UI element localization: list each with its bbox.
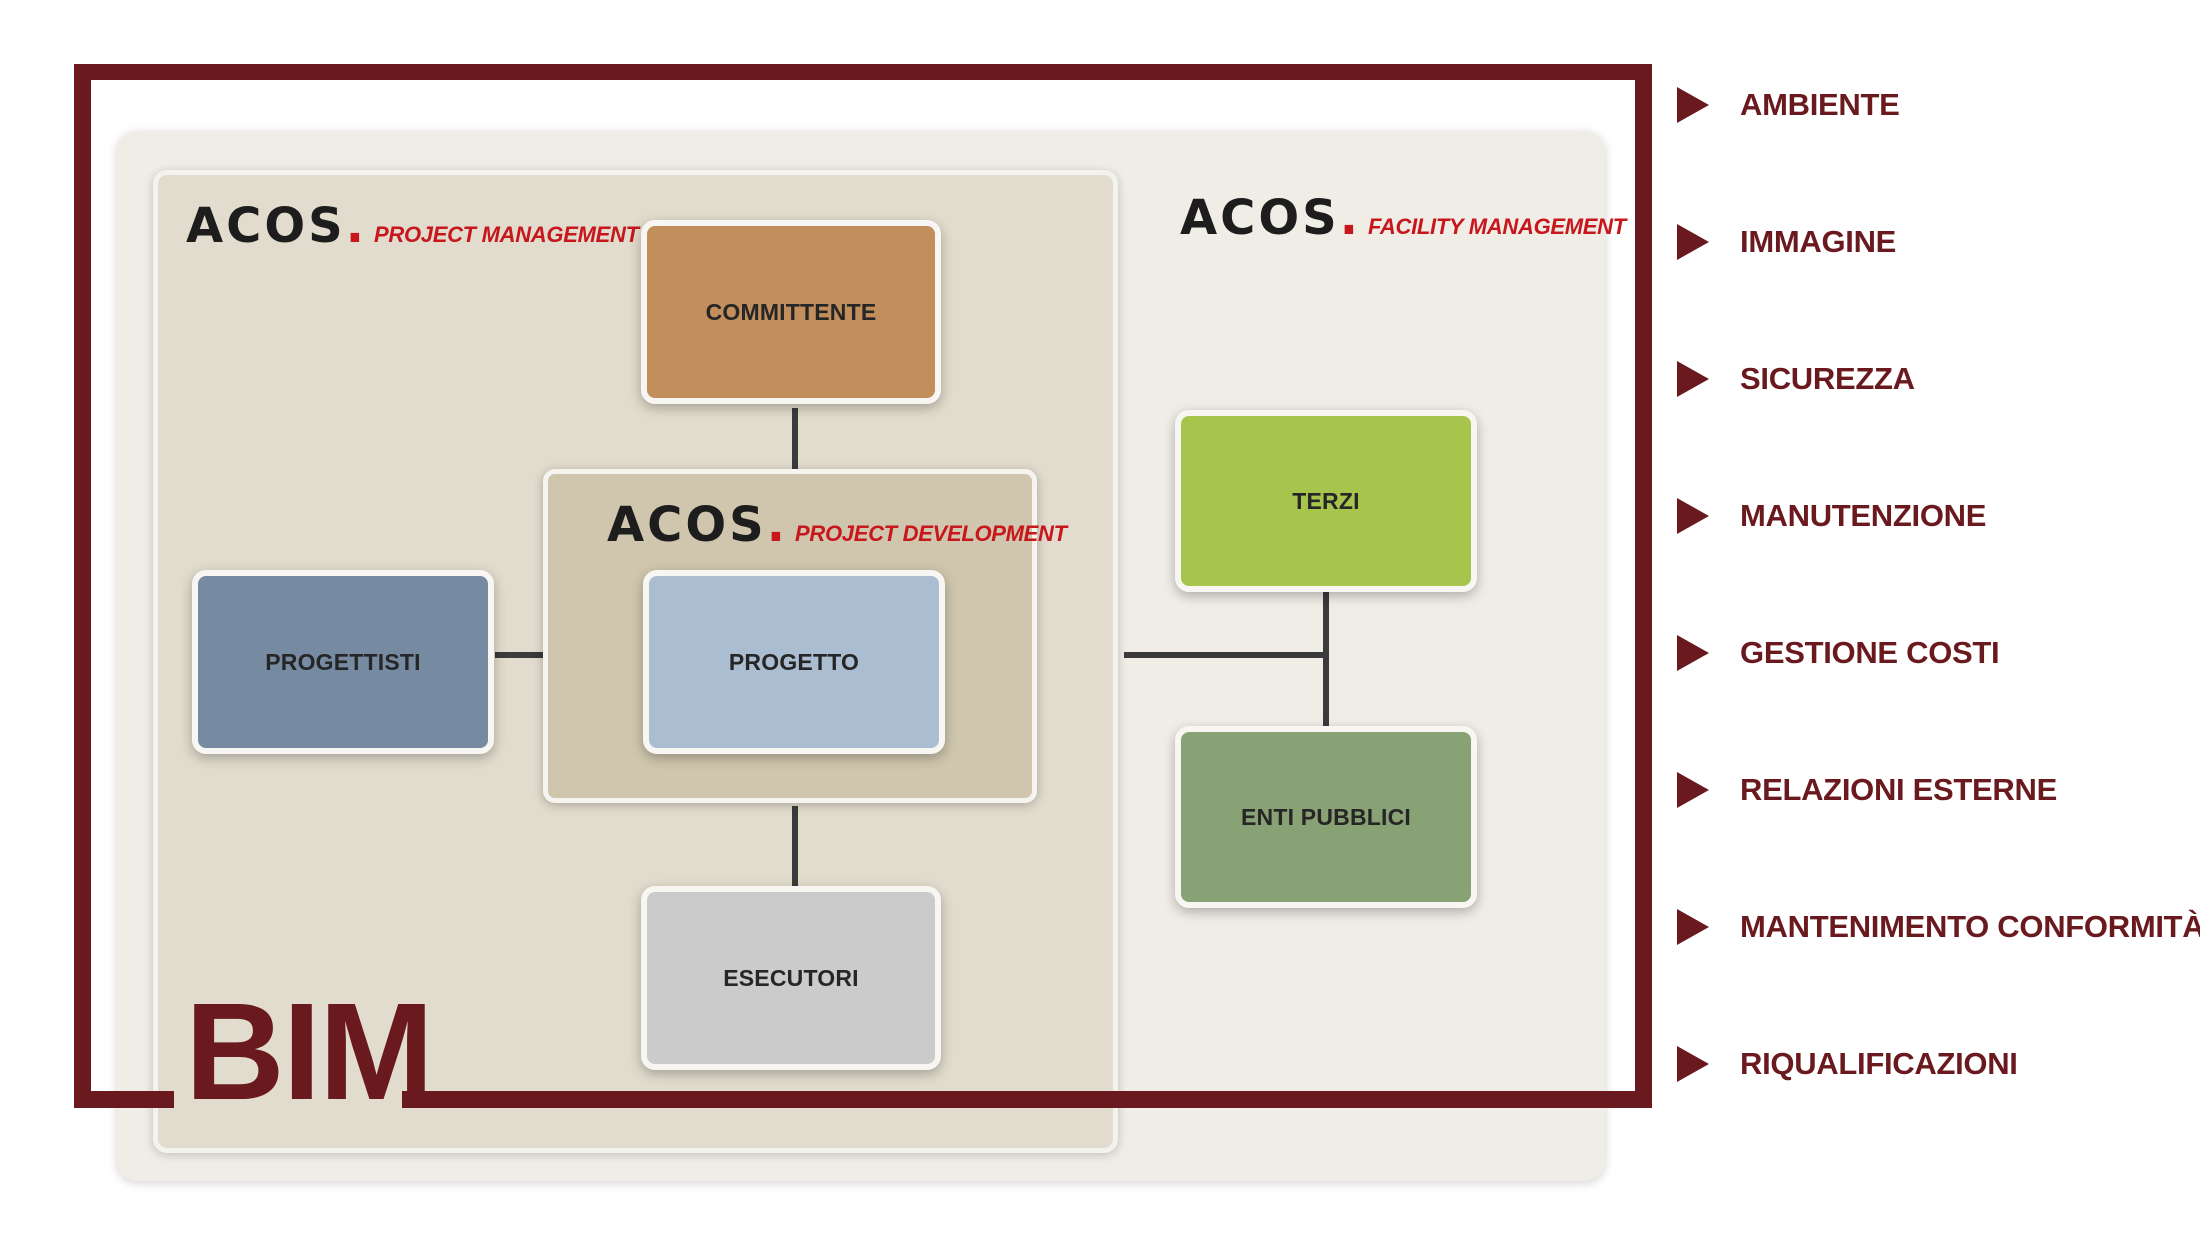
box-terzi: TERZI (1175, 410, 1477, 592)
logo-subtitle: FACILITY MANAGEMENT (1367, 214, 1626, 239)
list-item: AMBIENTE (1677, 80, 1900, 130)
box-progettisti: PROGETTISTI (192, 570, 494, 754)
bim-frame-bottom-left (74, 1091, 174, 1108)
benefit-label: MANUTENZIONE (1740, 498, 1987, 533)
box-enti-pubblici: ENTI PUBBLICI (1175, 726, 1477, 908)
list-item: IMMAGINE (1677, 217, 1896, 267)
benefit-label: IMMAGINE (1740, 224, 1897, 259)
logo-word: ACOS (186, 198, 346, 254)
benefit-label: MANTENIMENTO CONFORMITÀ (1740, 909, 2200, 944)
logo-dot: . (345, 198, 364, 254)
logo-project-management: ACOS . PROJECT MANAGEMENT (186, 198, 639, 254)
benefit-label: RELAZIONI ESTERNE (1740, 772, 2057, 807)
box-esecutori: ESECUTORI (641, 886, 941, 1070)
connector-esecutori (792, 806, 798, 892)
triangle-right-icon (1677, 224, 1709, 260)
benefit-label: GESTIONE COSTI (1740, 635, 2000, 670)
box-committente: COMMITTENTE (641, 220, 941, 404)
logo-facility-management: ACOS . FACILITY MANAGEMENT (1180, 190, 1626, 246)
triangle-right-icon (1677, 909, 1709, 945)
bim-frame-right (1635, 64, 1652, 1108)
triangle-right-icon (1677, 772, 1709, 808)
logo-word: ACOS (1180, 190, 1340, 246)
connector-facility-vertical (1323, 588, 1329, 728)
list-item: SICUREZZA (1677, 354, 1915, 404)
logo-project-development: ACOS . PROJECT DEVELOPMENT (607, 497, 1067, 553)
logo-word: ACOS (607, 497, 767, 553)
bim-frame-top (74, 64, 1652, 80)
list-item: RELAZIONI ESTERNE (1677, 765, 2057, 815)
list-item: MANUTENZIONE (1677, 491, 1986, 541)
triangle-right-icon (1677, 498, 1709, 534)
logo-dot: . (1339, 190, 1358, 246)
triangle-right-icon (1677, 361, 1709, 397)
list-item: MANTENIMENTO CONFORMITÀ (1677, 902, 2200, 952)
triangle-right-icon (1677, 1046, 1709, 1082)
logo-dot: . (766, 497, 785, 553)
list-item: RIQUALIFICAZIONI (1677, 1039, 2018, 1089)
list-item: GESTIONE COSTI (1677, 628, 2000, 678)
logo-subtitle: PROJECT DEVELOPMENT (794, 521, 1067, 546)
bim-frame-left (74, 64, 91, 1108)
triangle-right-icon (1677, 87, 1709, 123)
bim-label: BIM (185, 975, 434, 1129)
logo-subtitle: PROJECT MANAGEMENT (373, 222, 639, 247)
benefit-label: SICUREZZA (1740, 361, 1915, 396)
box-progetto: PROGETTO (643, 570, 945, 754)
benefit-label: RIQUALIFICAZIONI (1740, 1046, 2018, 1081)
connector-committente (792, 408, 798, 470)
bim-frame-bottom-right (402, 1091, 1652, 1108)
triangle-right-icon (1677, 635, 1709, 671)
connector-facility-horizontal (1124, 652, 1329, 658)
benefit-label: AMBIENTE (1740, 87, 1900, 122)
